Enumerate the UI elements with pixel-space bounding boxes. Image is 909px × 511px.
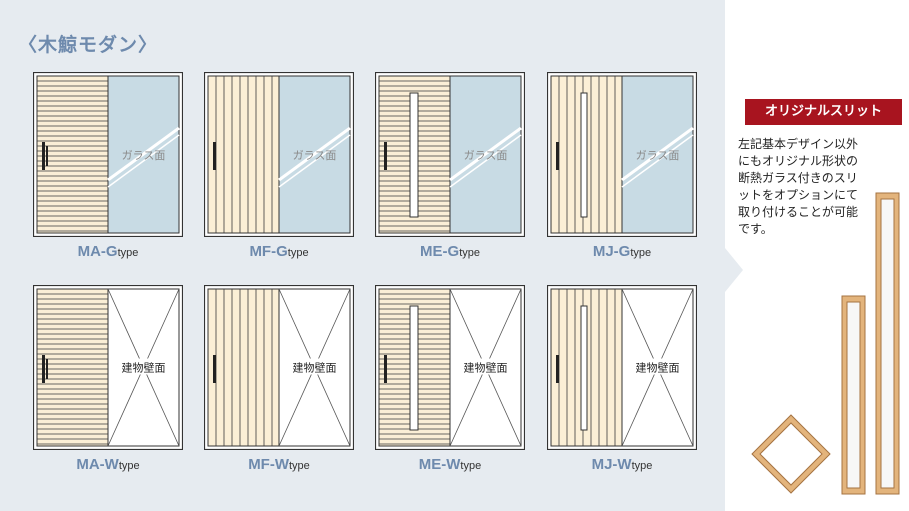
glass-label: ガラス面 xyxy=(293,149,337,162)
type-label: ME-Wtype xyxy=(375,454,525,473)
type-suffix: type xyxy=(631,460,653,472)
wood-door-leaf xyxy=(550,75,623,234)
type-label: ME-Gtype xyxy=(375,241,525,260)
glass-panel: ガラス面 xyxy=(621,75,694,234)
type-suffix: type xyxy=(459,247,480,259)
wood-door-leaf xyxy=(378,75,451,234)
slit-illustrations xyxy=(751,192,900,495)
type-label: MA-Gtype xyxy=(33,241,183,260)
door-diagram: ガラス面 xyxy=(33,72,183,237)
type-code: ME-W xyxy=(418,456,461,473)
glass-label: ガラス面 xyxy=(464,149,508,162)
door-diagram: 建物壁面 xyxy=(33,285,183,450)
wood-door-leaf xyxy=(378,288,451,447)
type-code: MJ-W xyxy=(591,456,632,473)
slit-badge: オリジナルスリット xyxy=(745,99,902,125)
glass-label: ガラス面 xyxy=(122,149,166,162)
type-code: ME-G xyxy=(420,243,460,260)
wood-door-leaf xyxy=(36,288,109,447)
glass-label: ガラス面 xyxy=(636,149,680,162)
glass-panel: ガラス面 xyxy=(278,75,351,234)
door-diagram: 建物壁面 xyxy=(547,285,697,450)
door-diagram: 建物壁面 xyxy=(204,285,354,450)
diamond-slit-icon xyxy=(751,414,831,494)
type-label: MF-Gtype xyxy=(204,241,354,260)
type-code: MF-W xyxy=(248,456,289,473)
wall-label: 建物壁面 xyxy=(636,361,680,375)
type-code: MF-G xyxy=(249,243,288,260)
type-label: MF-Wtype xyxy=(204,454,354,473)
series-heading: 〈木鯨モダン〉 xyxy=(18,34,159,56)
door-diagram: ガラス面 xyxy=(375,72,525,237)
wood-door-leaf xyxy=(207,288,280,447)
slit-description: 左記基本デザイン以外にもオリジナル形状の断熱ガラス付きのスリットをオプションにて… xyxy=(738,137,859,236)
door-drawing: 建物壁面 xyxy=(204,285,354,450)
wall-panel: 建物壁面 xyxy=(621,288,694,447)
wall-label: 建物壁面 xyxy=(293,361,337,375)
glass-panel: ガラス面 xyxy=(107,75,180,234)
type-suffix: type xyxy=(460,460,482,472)
door-drawing: 建物壁面 xyxy=(33,285,183,450)
wood-door-leaf xyxy=(36,75,109,234)
door-drawing: ガラス面 xyxy=(375,72,525,237)
type-code: MA-G xyxy=(77,243,118,260)
door-drawing: 建物壁面 xyxy=(547,285,697,450)
wall-label: 建物壁面 xyxy=(122,361,166,375)
wall-panel: 建物壁面 xyxy=(107,288,180,447)
type-label: MJ-Wtype xyxy=(547,454,697,473)
door-drawing: 建物壁面 xyxy=(375,285,525,450)
door-diagram: ガラス面 xyxy=(547,72,697,237)
wood-door-leaf xyxy=(207,75,280,234)
door-drawing: ガラス面 xyxy=(33,72,183,237)
type-suffix: type xyxy=(117,247,139,259)
pointer-arrow xyxy=(725,248,743,292)
door-diagram: 建物壁面 xyxy=(375,285,525,450)
type-suffix: type xyxy=(289,460,310,472)
wood-door-leaf xyxy=(550,288,623,447)
type-suffix: type xyxy=(630,247,652,259)
door-diagram: ガラス面 xyxy=(204,72,354,237)
type-label: MJ-Gtype xyxy=(547,241,697,260)
type-suffix: type xyxy=(287,247,309,259)
wall-panel: 建物壁面 xyxy=(278,288,351,447)
door-drawing: ガラス面 xyxy=(547,72,697,237)
wall-panel: 建物壁面 xyxy=(449,288,522,447)
type-code: MJ-G xyxy=(592,243,631,260)
type-label: MA-Wtype xyxy=(33,454,183,473)
type-suffix: type xyxy=(118,460,140,472)
short-slit-icon xyxy=(841,295,866,495)
wall-label: 建物壁面 xyxy=(464,361,508,375)
door-drawing: ガラス面 xyxy=(204,72,354,237)
type-code: MA-W xyxy=(76,456,119,473)
glass-panel: ガラス面 xyxy=(449,75,522,234)
tall-slit-icon xyxy=(875,192,900,495)
